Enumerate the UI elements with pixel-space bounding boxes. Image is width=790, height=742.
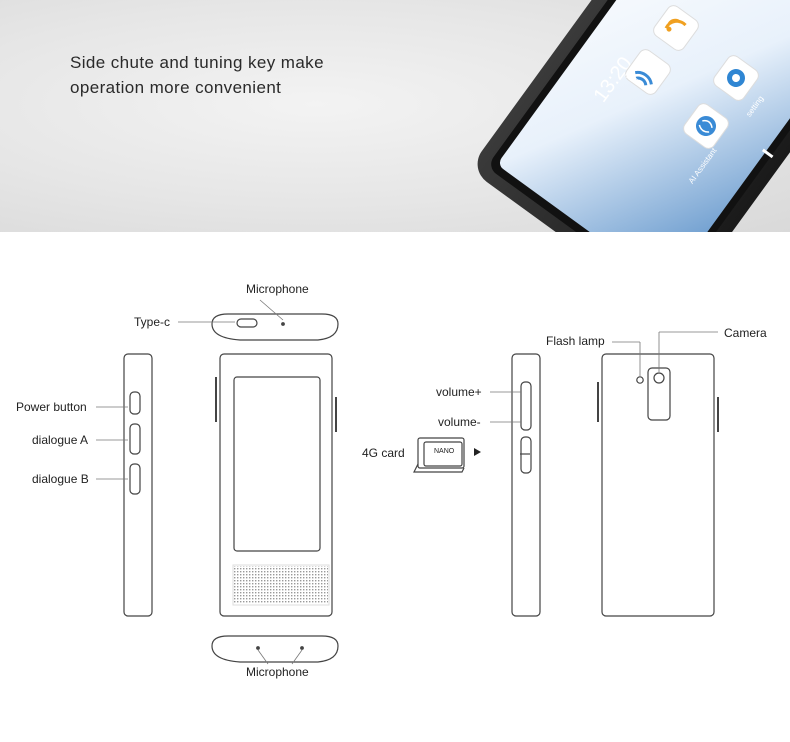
back-view bbox=[601, 353, 715, 617]
label-type-c: Type-c bbox=[134, 315, 171, 329]
label-camera: Camera bbox=[724, 326, 767, 340]
front-view bbox=[219, 353, 333, 617]
bottom-view-outline bbox=[211, 635, 339, 663]
diagram-drawing bbox=[96, 299, 719, 665]
app-icon-mifi bbox=[625, 49, 671, 95]
app-icon-ai-assistant bbox=[683, 103, 729, 149]
label-power-button: Power button bbox=[16, 400, 87, 414]
top-view-outline bbox=[211, 313, 339, 341]
label-4g-card: 4G card bbox=[362, 446, 405, 460]
label-flash-lamp: Flash lamp bbox=[546, 334, 605, 348]
camera-module bbox=[647, 367, 671, 421]
left-side-view bbox=[123, 353, 153, 617]
device-screen bbox=[499, 0, 790, 232]
card-slot bbox=[520, 436, 532, 474]
sim-tray bbox=[417, 437, 465, 469]
top-microphone-hole bbox=[281, 322, 285, 326]
app-icon-pay bbox=[653, 5, 699, 51]
power-button bbox=[129, 391, 141, 415]
device-photo: 13:20 MIFI setting AI Assistan bbox=[477, 0, 790, 232]
banner: Side chute and tuning key make operation… bbox=[0, 0, 790, 232]
front-screen bbox=[233, 376, 321, 552]
label-volume-plus: volume+ bbox=[436, 385, 482, 399]
device-diagram: Microphone Type-c Power button dialogue … bbox=[0, 232, 790, 742]
speaker-grille bbox=[232, 564, 330, 606]
right-side-view bbox=[511, 353, 541, 617]
banner-title-line-2: operation more convenient bbox=[70, 78, 282, 97]
label-dialogue-a: dialogue A bbox=[32, 433, 89, 447]
arrow-right-icon bbox=[474, 448, 481, 456]
app-icon-setting bbox=[713, 55, 759, 101]
label-dialogue-b: dialogue B bbox=[32, 472, 89, 486]
label-microphone-bottom: Microphone bbox=[246, 665, 309, 679]
dialogue-b-button bbox=[129, 463, 141, 495]
bottom-microphone-hole-2 bbox=[300, 646, 304, 650]
dialogue-a-button bbox=[129, 423, 141, 455]
label-microphone-top: Microphone bbox=[246, 282, 309, 296]
label-nano: NANO bbox=[434, 448, 455, 455]
banner-title: Side chute and tuning key make operation… bbox=[70, 50, 450, 100]
type-c-port bbox=[236, 318, 258, 328]
bottom-microphone-hole-1 bbox=[256, 646, 260, 650]
flash-lamp bbox=[636, 376, 644, 384]
label-volume-minus: volume- bbox=[438, 415, 481, 429]
volume-rocker bbox=[520, 381, 532, 431]
camera-lens bbox=[653, 372, 665, 384]
banner-title-line-1: Side chute and tuning key make bbox=[70, 53, 324, 72]
